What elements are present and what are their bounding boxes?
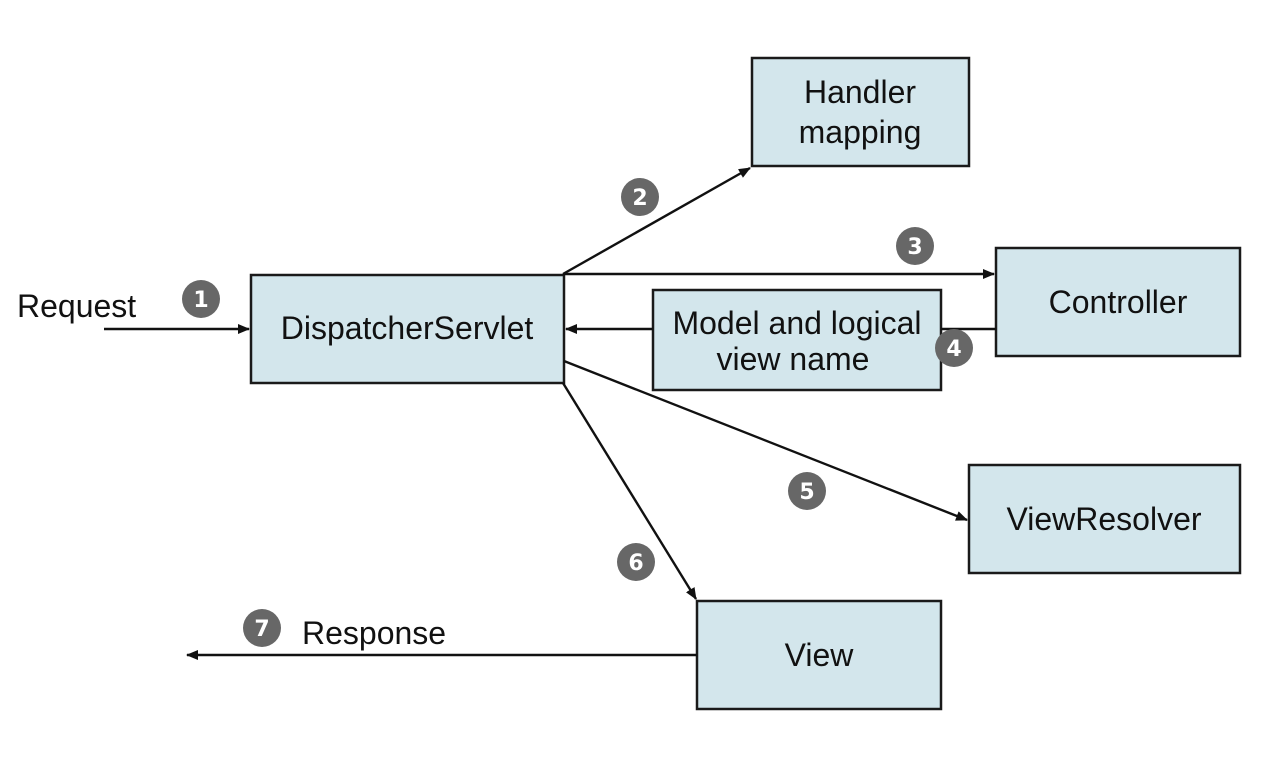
handler-mapping-arrow bbox=[562, 166, 751, 276]
view-node: View bbox=[695, 599, 943, 711]
step-6-badge: 6 bbox=[617, 543, 655, 581]
request-label: Request bbox=[17, 288, 136, 324]
handler-mapping-label-line2: mapping bbox=[799, 114, 922, 150]
controller-label: Controller bbox=[1049, 284, 1188, 320]
step-7-badge: 7 bbox=[243, 609, 281, 647]
dispatcher-servlet-node: DispatcherServlet bbox=[249, 273, 566, 385]
handler-mapping-node: Handler mapping bbox=[750, 56, 971, 168]
svg-text:2: 2 bbox=[632, 186, 647, 211]
step-4-badge: 4 bbox=[935, 329, 973, 367]
view-arrow bbox=[561, 382, 698, 600]
svg-text:1: 1 bbox=[193, 288, 208, 313]
step-5-badge: 5 bbox=[788, 472, 826, 510]
model-view-label-line2: view name bbox=[717, 341, 870, 377]
view-resolver-label: ViewResolver bbox=[1006, 501, 1201, 537]
step-1-badge: 1 bbox=[182, 280, 220, 318]
controller-node: Controller bbox=[994, 246, 1242, 358]
view-label: View bbox=[785, 637, 855, 673]
view-resolver-arrow bbox=[563, 359, 968, 522]
step-2-badge: 2 bbox=[621, 178, 659, 216]
model-view-label-line1: Model and logical bbox=[672, 305, 921, 341]
svg-text:3: 3 bbox=[907, 235, 922, 260]
handler-mapping-label-line1: Handler bbox=[804, 74, 916, 110]
dispatcher-servlet-label: DispatcherServlet bbox=[281, 310, 534, 346]
svg-text:7: 7 bbox=[254, 617, 269, 642]
model-view-name-node: Model and logical view name bbox=[651, 288, 943, 392]
svg-text:6: 6 bbox=[628, 551, 643, 576]
svg-text:5: 5 bbox=[799, 480, 814, 505]
svg-text:4: 4 bbox=[946, 337, 961, 362]
view-resolver-node: ViewResolver bbox=[967, 463, 1242, 575]
response-label: Response bbox=[302, 615, 446, 651]
step-3-badge: 3 bbox=[896, 227, 934, 265]
